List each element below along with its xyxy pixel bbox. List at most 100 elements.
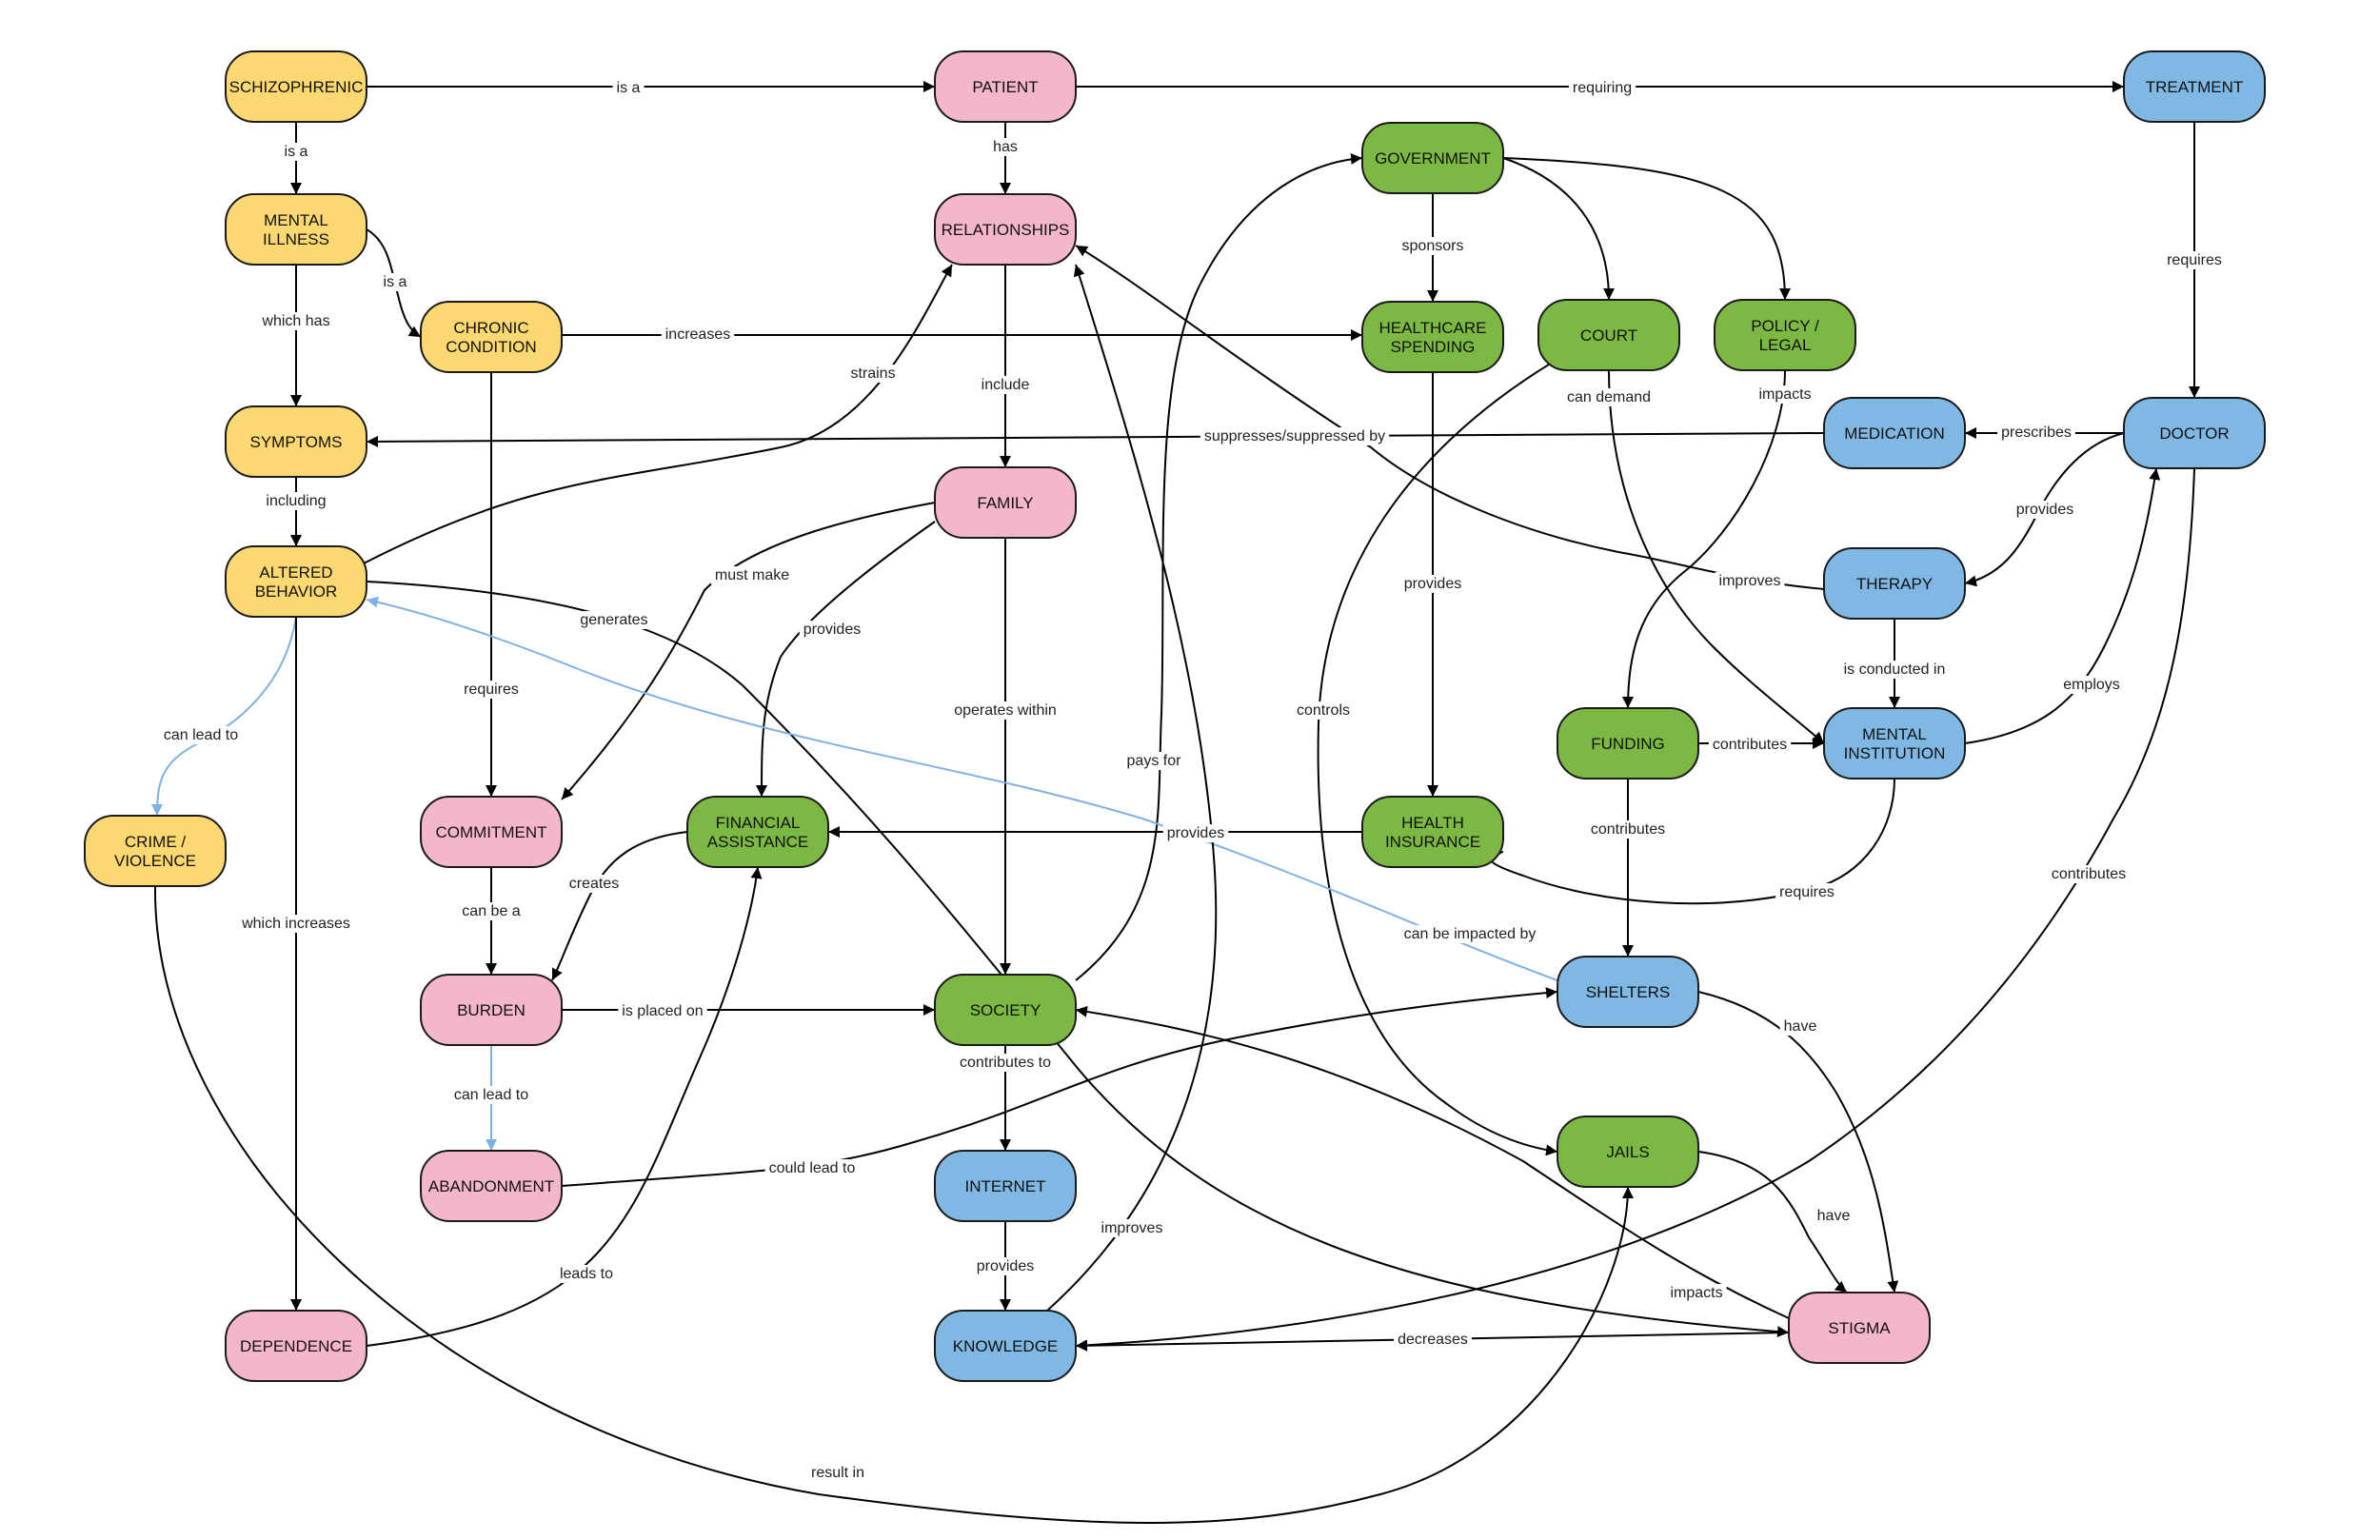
edge-family-to-society-label-bg	[950, 701, 1061, 720]
node-treatment[interactable]: TREATMENT	[2123, 50, 2266, 123]
edge-family-to-commitment-label-bg	[710, 566, 794, 584]
node-dependence-shape	[225, 1310, 367, 1382]
node-abandonment[interactable]: ABANDONMENT	[420, 1150, 563, 1222]
node-health-insurance-label: INSURANCE	[1385, 833, 1480, 851]
node-schizophrenic[interactable]: SCHIZOPHRENIC	[225, 50, 367, 123]
node-mental-institution-shape	[1823, 707, 1966, 780]
node-health-insurance-shape	[1361, 796, 1504, 868]
edge-funding-to-shelters-label-bg	[1586, 820, 1670, 839]
edge-therapy-to-relationships-label-bg	[1715, 572, 1785, 590]
edge-family-to-commitment-label-group: must make	[710, 566, 794, 584]
edge-government-to-policy-legal	[1502, 157, 1791, 301]
edge-doctor-to-medication-label: prescribes	[2001, 424, 2072, 441]
edge-shelters-to-stigma-label: have	[1784, 1018, 1817, 1035]
node-relationships-shape	[934, 193, 1077, 266]
edge-schizophrenic-to-mental-illness-label-bg	[280, 143, 312, 161]
node-funding[interactable]: FUNDING	[1557, 707, 1699, 780]
edge-court-to-jails-label: controls	[1297, 702, 1350, 719]
node-medication[interactable]: MEDICATION	[1823, 397, 1966, 469]
node-dependence[interactable]: DEPENDENCE	[225, 1310, 367, 1382]
node-patient[interactable]: PATIENT	[934, 50, 1077, 123]
node-treatment-label: TREATMENT	[2146, 78, 2244, 96]
edge-government-to-healthcare-spending-label: sponsors	[1402, 238, 1464, 254]
node-policy-legal[interactable]: POLICY /LEGAL	[1714, 299, 1856, 371]
edge-mental-institution-to-health-insurance-label-bg	[1775, 883, 1838, 901]
node-internet-label: INTERNET	[965, 1177, 1046, 1195]
edge-doctor-to-therapy-label: provides	[2016, 502, 2073, 518]
edge-healthcare-spending-to-health-insurance-label: provides	[1404, 576, 1461, 592]
edge-policy-legal-to-funding-label: impacts	[1758, 386, 1811, 403]
edge-family-to-financial-assistance	[756, 521, 936, 798]
node-shelters[interactable]: SHELTERS	[1557, 956, 1699, 1028]
node-government[interactable]: GOVERNMENT	[1361, 122, 1504, 194]
node-therapy-label: THERAPY	[1856, 575, 1933, 593]
edge-relationships-to-family-label: include	[982, 377, 1030, 393]
node-mental-illness-label: MENTAL	[264, 211, 328, 229]
node-financial-assistance-label: ASSISTANCE	[707, 833, 808, 851]
node-society[interactable]: SOCIETY	[934, 974, 1077, 1046]
node-stigma-label: STIGMA	[1828, 1319, 1891, 1337]
edge-doctor-to-knowledge-label: contributes	[2052, 866, 2126, 882]
edge-altered-behavior-to-stigma-label-group: generates	[576, 611, 652, 629]
node-healthcare-spending-label: SPENDING	[1391, 338, 1476, 356]
edge-mental-institution-to-doctor-label-group: employs	[2059, 676, 2124, 694]
edge-treatment-to-doctor-label: requires	[2167, 252, 2222, 268]
node-shelters-label: SHELTERS	[1586, 983, 1671, 1001]
edge-funding-to-shelters-label: contributes	[1591, 821, 1665, 838]
edge-mental-institution-to-doctor-label-bg	[2059, 676, 2124, 694]
edge-altered-behavior-to-relationships-label: strains	[850, 365, 895, 382]
edge-commitment-to-burden-label-bg	[458, 902, 525, 920]
edge-relationships-to-family-label-group: include	[977, 376, 1034, 394]
edge-commitment-to-burden-label: can be a	[462, 903, 520, 919]
node-chronic-condition-label: CHRONIC	[453, 319, 528, 337]
node-symptoms[interactable]: SYMPTOMS	[225, 405, 367, 478]
node-chronic-condition-shape	[420, 301, 563, 373]
edge-therapy-to-mental-institution-label-group: is conducted in	[1839, 661, 1950, 679]
edge-doctor-to-medication-label-bg	[1997, 424, 2075, 442]
edge-funding-to-mental-institution-label-bg	[1708, 736, 1792, 754]
edge-health-insurance-to-financial-assistance-label-group: provides	[1162, 824, 1229, 842]
node-policy-legal-shape	[1714, 299, 1856, 371]
node-therapy[interactable]: THERAPY	[1823, 547, 1966, 620]
node-family[interactable]: FAMILY	[934, 466, 1077, 539]
edge-altered-behavior-to-crime-violence	[151, 616, 297, 817]
edge-chronic-condition-to-commitment-label-bg	[460, 681, 523, 699]
node-burden[interactable]: BURDEN	[420, 974, 563, 1046]
edge-jails-to-stigma-label-group: have	[1813, 1207, 1854, 1225]
node-schizophrenic-label: SCHIZOPHRENIC	[229, 78, 364, 96]
edge-financial-assistance-to-burden-label-bg	[565, 875, 624, 893]
node-internet[interactable]: INTERNET	[934, 1150, 1077, 1222]
edge-mental-illness-to-symptoms-label: which has	[261, 313, 329, 329]
edge-relationships-to-family-label-bg	[977, 376, 1034, 394]
edge-medication-to-symptoms-label-bg	[1200, 427, 1390, 445]
node-burden-shape	[420, 974, 563, 1046]
edge-internet-to-knowledge-label-group: provides	[972, 1257, 1039, 1275]
node-crime-violence[interactable]: CRIME /VIOLENCE	[84, 815, 227, 887]
edge-schizophrenic-to-mental-illness-label: is a	[285, 144, 308, 160]
edge-court-to-jails-label-bg	[1292, 701, 1355, 720]
edge-altered-behavior-to-stigma	[366, 581, 1790, 1338]
node-jails[interactable]: JAILS	[1557, 1116, 1699, 1188]
edge-patient-to-treatment-label-group: requiring	[1568, 79, 1636, 97]
edge-therapy-to-relationships	[1075, 245, 1825, 590]
node-society-shape	[934, 974, 1077, 1046]
node-relationships[interactable]: RELATIONSHIPS	[934, 193, 1077, 266]
node-knowledge[interactable]: KNOWLEDGE	[934, 1310, 1077, 1382]
node-funding-label: FUNDING	[1591, 735, 1664, 753]
node-doctor[interactable]: DOCTOR	[2123, 397, 2266, 469]
node-policy-legal-label: POLICY /	[1751, 317, 1819, 335]
node-altered-behavior-shape	[225, 545, 367, 618]
edge-mental-illness-to-chronic-condition-label-bg	[379, 273, 411, 291]
node-commitment[interactable]: COMMITMENT	[420, 796, 563, 868]
node-court[interactable]: COURT	[1537, 299, 1680, 371]
node-stigma[interactable]: STIGMA	[1788, 1292, 1931, 1364]
edge-internet-to-knowledge-label-bg	[972, 1257, 1039, 1275]
